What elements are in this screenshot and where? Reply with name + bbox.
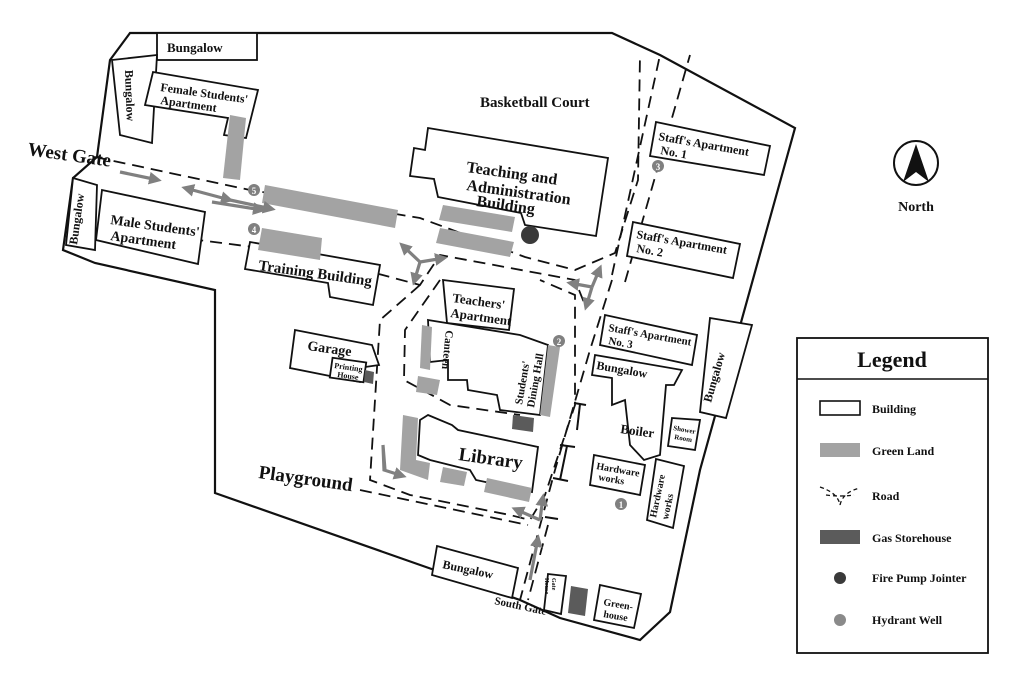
legend-title: Legend [857,347,927,372]
building-gate-house [543,573,568,616]
gas-storehouse-garage [364,370,374,384]
building-shower-room [666,417,702,452]
building-bungalow-left-top [111,53,158,145]
label-basketball-court: Basketball Court [480,95,590,111]
legend-label-fire-pump-jointer: Fire Pump Jointer [872,571,967,585]
gas-storehouse-icon [820,530,860,544]
label-bungalow-top: Bungalow [167,40,223,55]
building-bungalow-left-bottom [65,176,98,252]
label-printing-house-1: Printing [334,361,363,374]
building-hardware-works-1 [588,453,647,497]
gate-bars [544,402,587,520]
north-label: North [898,200,934,215]
marker-3 [652,160,664,172]
marker-5 [248,184,260,196]
building-teaching [408,126,610,238]
legend-label-green-land: Green Land [872,444,934,458]
marker-3-label: 3 [656,162,661,172]
building-icon [819,400,861,416]
label-playground: Playground [257,462,354,496]
building-library [417,413,540,494]
marker-1 [615,498,627,510]
label-gate-house-1: Gate [550,578,556,591]
buildings [65,32,772,630]
marker-2 [553,335,565,347]
green-land [223,115,560,502]
label-greenhouse-1: Green- [602,597,633,613]
label-shower-room-1: Shower [673,424,697,436]
building-hardware-works-2 [645,457,686,530]
building-bungalow-right [699,316,754,420]
marker-2-label: 2 [557,337,562,347]
legend-label-building: Building [872,402,916,416]
label-teachers-apartment-1: Teachers' [452,290,507,312]
building-greenhouse [592,583,643,630]
marker-4-label: 4 [252,225,257,235]
legend-label-hydrant-well: Hydrant Well [872,613,943,627]
building-training [243,240,382,307]
building-bungalow-mid [590,353,684,462]
gas-storehouses [364,370,588,616]
label-staff-apartment-1b: No. 1 [659,143,688,161]
building-teachers-apartment [441,278,516,331]
legend: Legend Building Green Land Road Gas Stor… [796,337,989,654]
north-arrow-icon [903,144,929,182]
label-gate-house-2: House [543,578,549,594]
building-staff-apartment-1 [648,120,772,177]
gas-storehouse-dining [512,415,534,432]
label-printing-house-2: House [337,370,360,382]
label-shower-room-2: Room [674,433,693,444]
fire-pump-jointer-legend-icon [834,572,846,584]
building-staff-apartment-3 [598,313,699,367]
label-hardware-works-2b: works [660,493,676,521]
markers: 1 2 3 4 5 [248,160,664,510]
green-land-icon [820,443,860,457]
marker-4 [248,223,260,235]
building-canteen-block [427,318,549,417]
label-boiler: Boiler [620,421,656,441]
building-male-apartment [95,188,207,266]
compass: North [893,140,939,215]
legend-label-gas-storehouse: Gas Storehouse [872,531,952,545]
road-icon [819,486,861,506]
label-greenhouse-2: house [602,609,629,624]
roads [94,54,691,601]
label-hardware-works-1b: works [597,472,625,487]
traffic-arrows [119,170,603,581]
label-staff-apartment-2b: No. 2 [635,241,664,259]
fire-pump-jointer-icon [521,226,539,244]
label-canteen: Canteen [439,330,455,370]
marker-1-label: 1 [619,500,624,510]
building-bungalow-top [156,32,258,61]
hydrant-well-icon [834,614,846,626]
label-bungalow-left-top: Bungalow [122,70,138,122]
building-staff-apartment-2 [625,220,742,280]
label-garage: Garage [306,339,352,360]
legend-label-road: Road [872,489,900,503]
gas-storehouse-south [568,586,588,616]
label-staff-apartment-3b: No. 3 [607,335,634,351]
building-bungalow-bottom [430,544,520,600]
marker-5-label: 5 [252,186,257,196]
